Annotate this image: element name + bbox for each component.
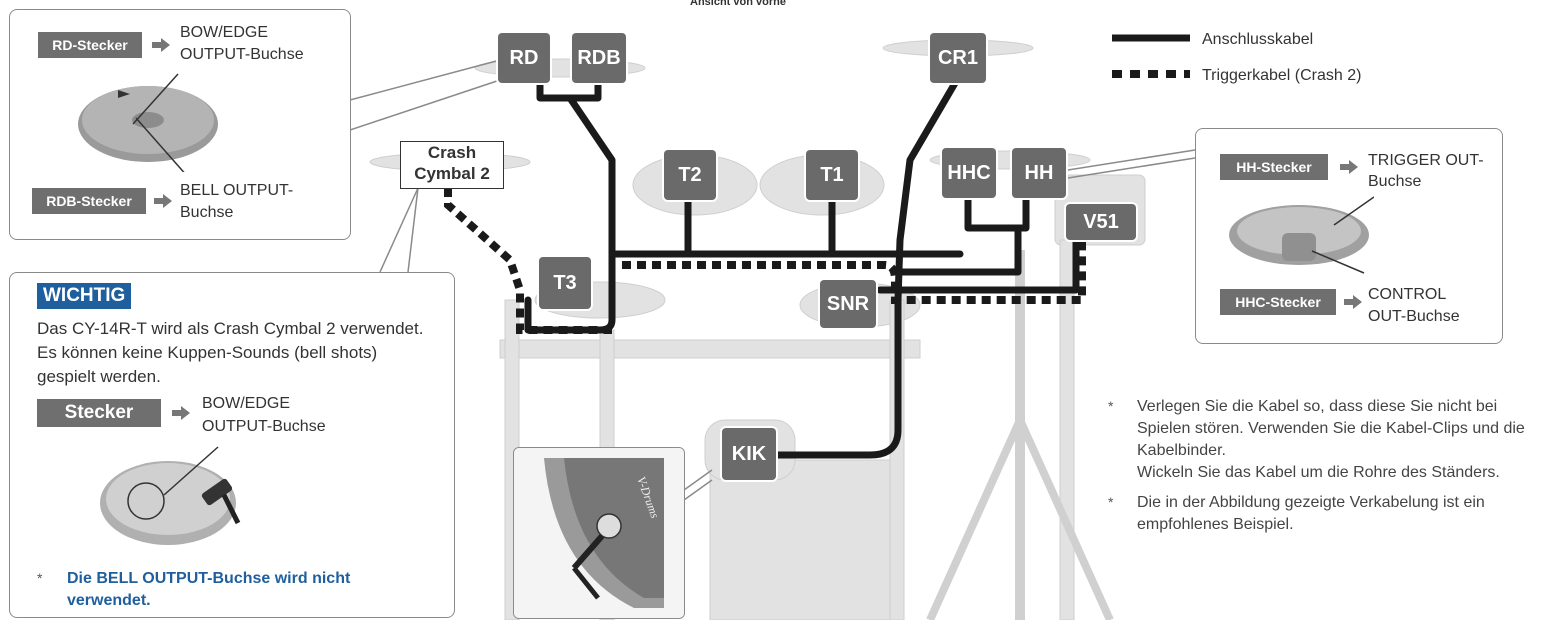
arrow-right-icon [152,38,170,52]
pad-v51: V51 [1066,204,1136,240]
crash-label-line2: Cymbal 2 [414,164,490,183]
note-1-line-3: Kabelbinder. [1137,442,1226,459]
hihat-illustration [1229,196,1374,274]
wichtig-line-2: Es können keine Kuppen-Sounds (bell shot… [37,343,378,362]
arrow-right-icon [172,406,190,420]
pad-t1: T1 [806,150,858,200]
pad-rd: RD [498,33,550,83]
note-1-line-4: Wickeln Sie das Kabel um die Rohre des S… [1137,464,1500,481]
note-2-star: * [1108,494,1114,510]
kick-drum [709,459,891,620]
note-1-star: * [1108,398,1114,414]
crash-label-line1: Crash [427,143,477,162]
hhc-plug-tag: HHC-Stecker [1220,289,1336,315]
pad-t2: T2 [664,150,716,200]
rd-target-2: OUTPUT-Buchse [180,46,304,63]
hh-target-2: Buchse [1368,173,1422,190]
hh-target-1: TRIGGER OUT- [1368,152,1484,169]
wichtig-line-1: Das CY-14R-T wird als Crash Cymbal 2 ver… [37,319,424,338]
pad-kik: KIK [722,428,776,480]
rd-plug-tag: RD-Stecker [38,32,142,58]
hh-plug-tag: HH-Stecker [1220,154,1328,180]
warning-line-1: Die BELL OUTPUT-Buchse wird nicht [67,570,351,587]
wichtig-callout: WICHTIG Das CY-14R-T wird als Crash Cymb… [9,272,455,618]
wichtig-title: WICHTIG [37,283,132,309]
note-2-line-1: Die in der Abbildung gezeigte Verkabelun… [1137,494,1485,511]
hh-callout: HH-Stecker TRIGGER OUT- Buchse HHC-Steck… [1195,128,1503,344]
hhc-target-1: CONTROL [1368,286,1447,303]
plug-tag: Stecker [37,399,161,427]
note-1-line-2: Spielen stören. Verwenden Sie die Kabel-… [1137,420,1525,437]
plug-target-2: OUTPUT-Buchse [202,418,326,435]
crash-cymbal-2-label: Crash Cymbal 2 [400,141,504,189]
note-1-line-1: Verlegen Sie die Kabel so, dass diese Si… [1137,398,1498,415]
legend-connection-cable: Anschlusskabel [1202,31,1314,48]
legend-trigger-cable: Triggerkabel (Crash 2) [1202,67,1362,84]
plug-target-1: BOW/EDGE [202,395,291,412]
warning-star: * [37,570,43,586]
kick-detail-callout: V-Drums [513,447,685,619]
pad-snr: SNR [820,280,876,328]
pad-hh: HH [1012,148,1066,198]
rdb-target-1: BELL OUTPUT- [180,182,294,199]
arrow-right-icon [1344,295,1362,309]
rdb-plug-tag: RDB-Stecker [32,188,146,214]
arrow-right-icon [154,194,172,208]
pad-t3: T3 [539,257,591,309]
kick-jack-illustration [514,448,684,618]
rd-target-1: BOW/EDGE [180,24,269,41]
rdb-target-2: Buchse [180,204,234,221]
wichtig-line-3: gespielt werden. [37,367,161,386]
hhc-target-2: OUT-Buchse [1368,308,1460,325]
crash-cymbal-jack-illustration [100,446,241,545]
view-label: Ansicht von vorne [690,0,786,8]
warning-line-2: verwendet. [67,592,151,609]
pad-rdb: RDB [572,33,626,83]
arrow-right-icon [1340,160,1358,174]
pad-hhc: HHC [942,148,996,198]
note-2-line-2: empfohlenes Beispiel. [1137,516,1294,533]
rd-callout: RD-Stecker BOW/EDGE OUTPUT-Buchse RDB-St… [9,9,351,240]
pad-cr1: CR1 [930,33,986,83]
ride-cymbal-illustration [78,73,218,172]
